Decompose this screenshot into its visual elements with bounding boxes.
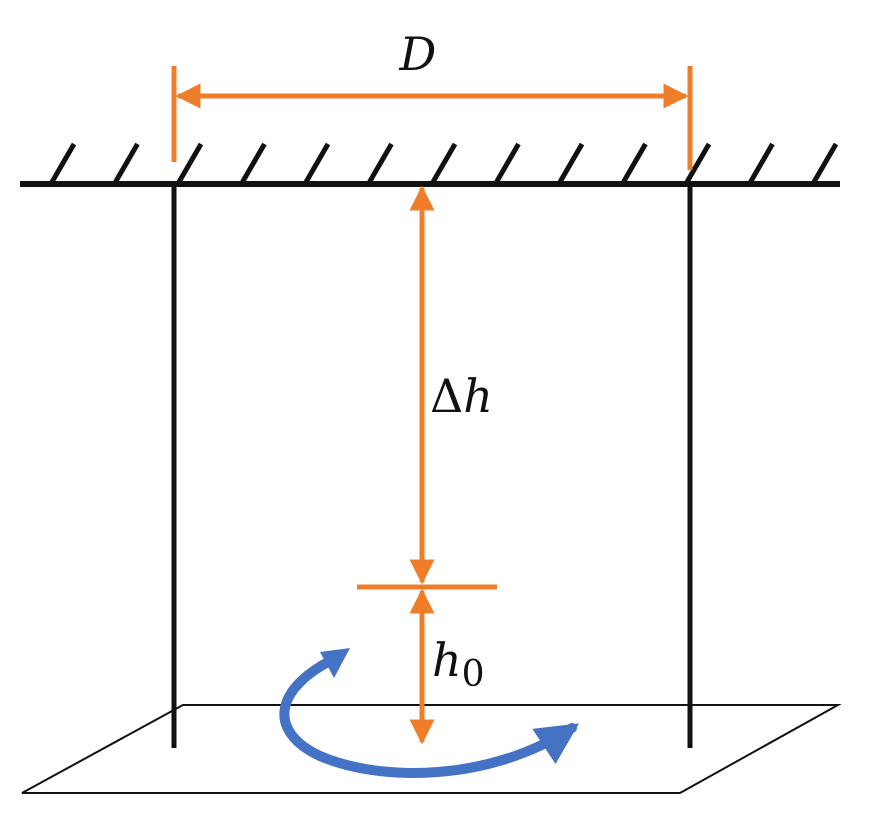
ceiling-hatch-mark — [684, 142, 712, 184]
gap-dimension: Δh — [409, 185, 493, 585]
ceiling-hatch-mark — [430, 142, 458, 184]
ceiling-hatch-mark — [557, 142, 585, 184]
rotation-arrow-icon — [279, 652, 580, 778]
ground-plane — [21, 704, 842, 794]
ceiling-hatch-mark — [748, 142, 775, 184]
ceiling-hatch-mark — [367, 142, 394, 184]
gap-label: Δh — [430, 369, 493, 423]
ceiling-hatch-mark — [303, 142, 331, 184]
ceiling-hatch-mark — [621, 142, 648, 184]
width-dimension: D — [171, 27, 693, 170]
ceiling-hatch-mark — [240, 142, 267, 184]
ceiling-hatch-mark — [176, 142, 204, 184]
height-label: h0 — [432, 633, 485, 695]
gap-variable: h — [463, 369, 493, 423]
ceiling-hatch-mark — [494, 142, 521, 184]
rotation-arrow-head-start — [320, 648, 350, 678]
height-subscript: 0 — [462, 654, 485, 695]
height-variable: h — [432, 633, 462, 687]
ceiling-hatch-mark — [113, 142, 140, 184]
ceiling-hatch-mark — [49, 142, 77, 184]
height-dimension: h0 — [409, 588, 485, 745]
delta-symbol: Δ — [430, 369, 463, 423]
ceiling-hatching — [49, 142, 839, 184]
ceiling-hatch-mark — [811, 142, 839, 184]
width-label: D — [399, 27, 437, 81]
